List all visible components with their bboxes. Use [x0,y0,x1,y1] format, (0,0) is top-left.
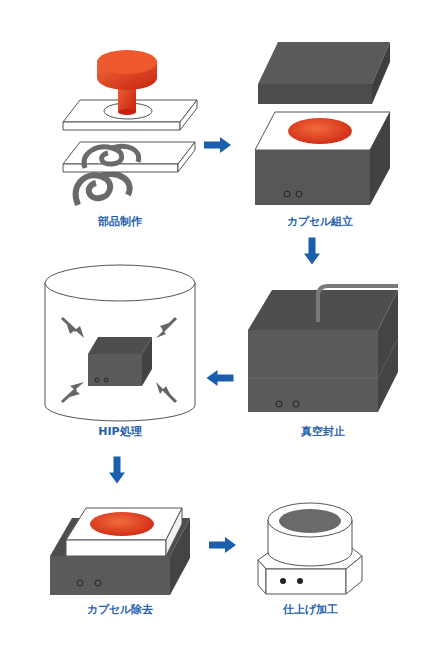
process-step: カプセル組立 [240,35,400,232]
parts-figure [63,50,197,205]
process-step: 仕上げ加工 [250,495,370,620]
step-label: 真空封止 [301,424,345,440]
vacuum-sealing-figure [248,286,398,412]
process-step: 部品制作 [45,38,195,232]
finished-part-figure [258,503,362,594]
flow-arrow [207,370,234,386]
step-label: カプセル組立 [287,214,353,230]
flow-arrow [109,457,125,484]
process-step: 真空封止 [240,270,405,442]
capsule-removal-figure [50,508,190,595]
process-step: HIP処理 [40,262,200,442]
step-label: カプセル除去 [87,602,153,618]
flow-arrow [209,537,236,553]
step-label: 部品制作 [98,214,142,230]
hip-vessel-figure [45,265,195,421]
step-label: 仕上げ加工 [283,602,338,618]
step-label: HIP処理 [98,424,141,440]
flow-arrow [204,137,231,153]
flow-arrow [304,238,320,265]
capsule-assembly-figure [255,42,390,205]
process-step: カプセル除去 [45,498,195,620]
